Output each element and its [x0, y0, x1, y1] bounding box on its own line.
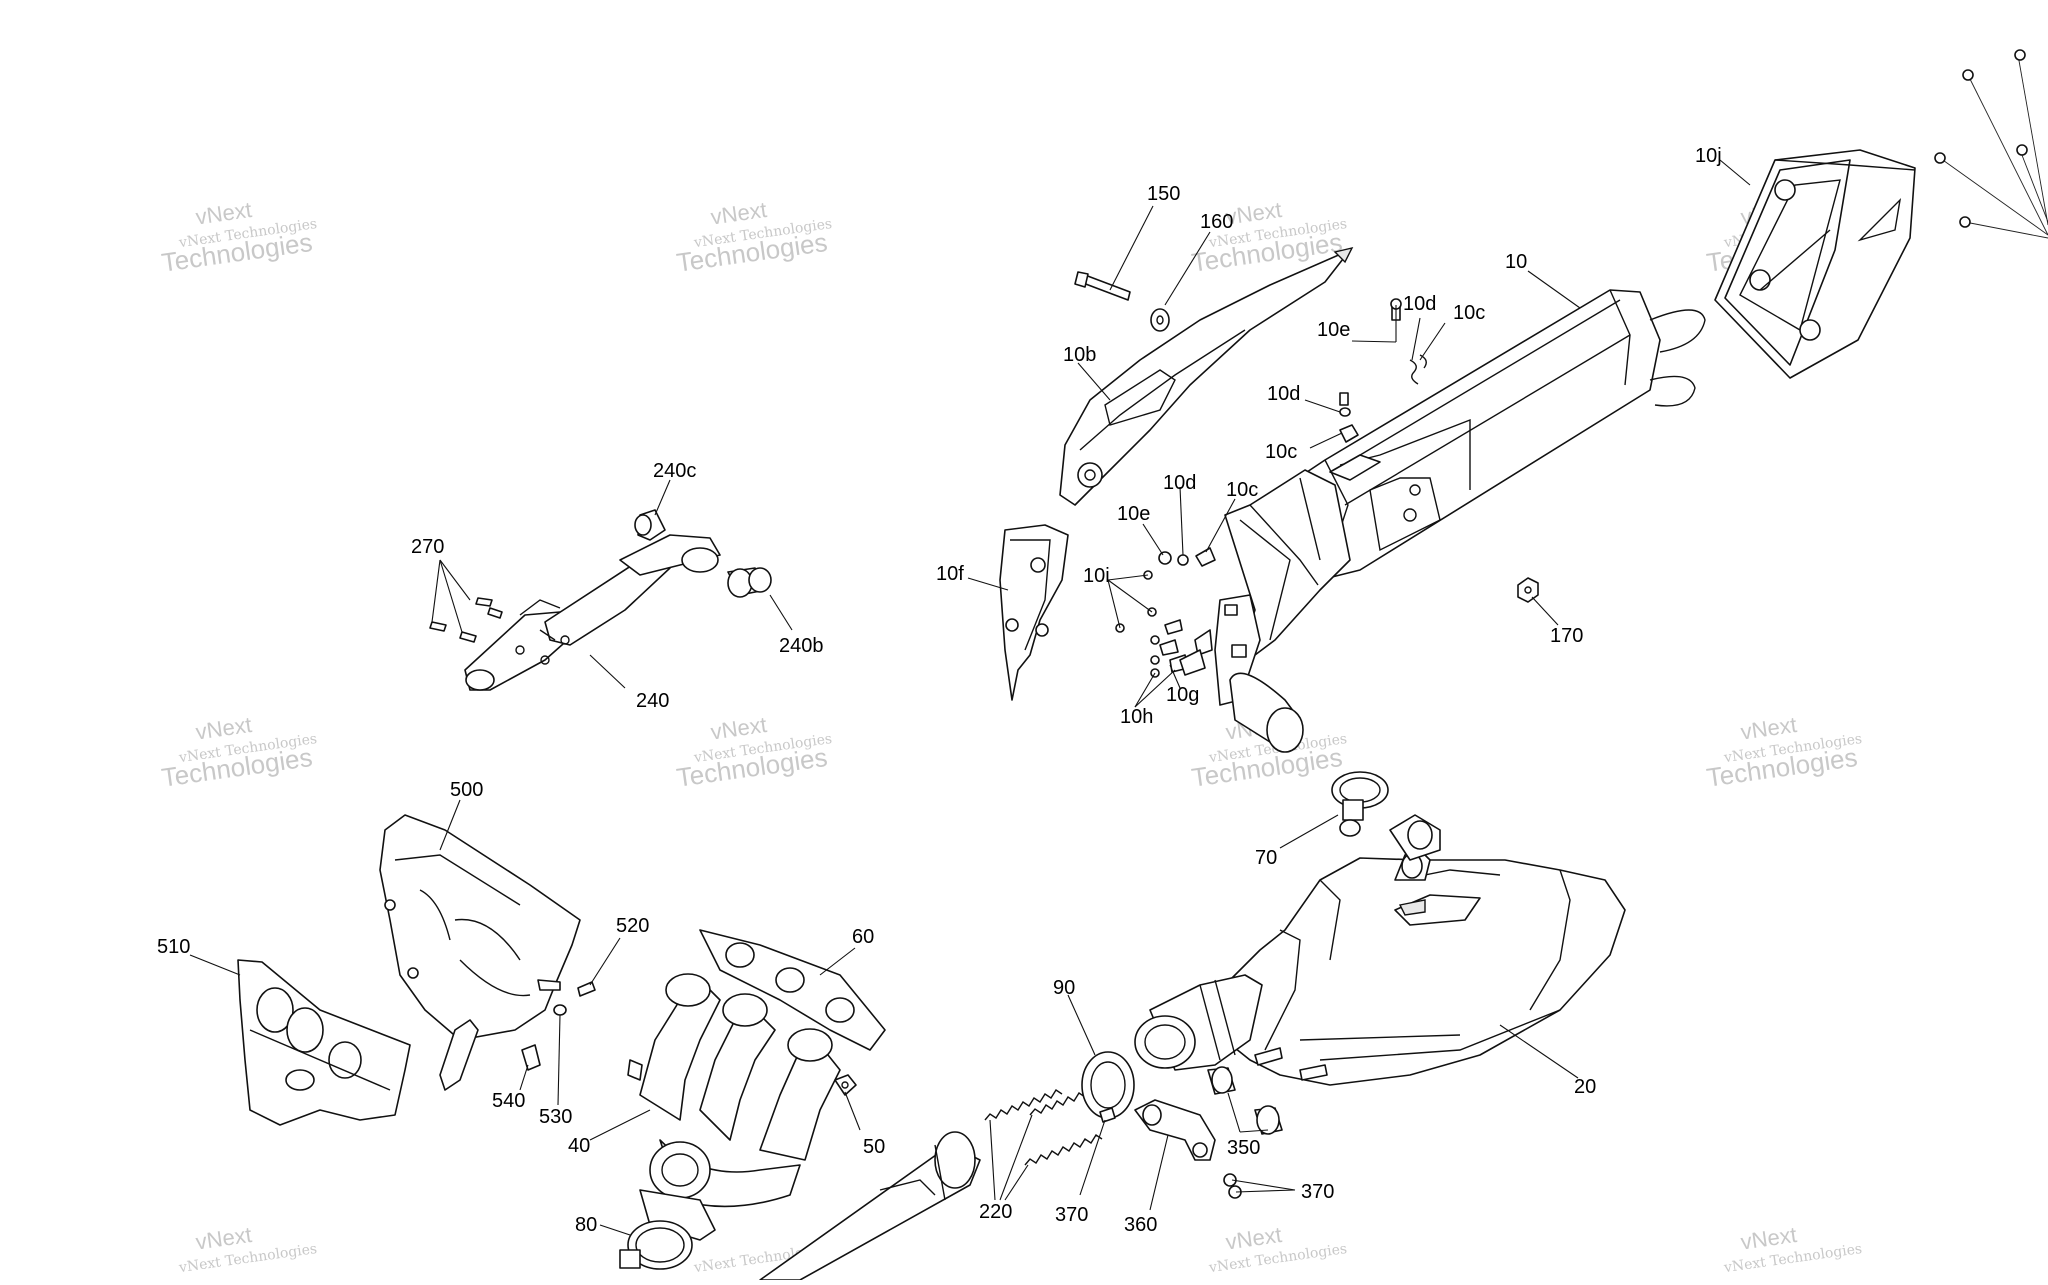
callout-510: 510	[157, 936, 190, 958]
callout-10d-b: 10d	[1267, 383, 1300, 405]
silencer-inlet-cone	[1214, 469, 1351, 753]
callout-60: 60	[852, 926, 874, 948]
callout-10h: 10h	[1120, 706, 1153, 728]
watermark: vNext vNext Technologies Technologies	[160, 197, 318, 278]
watermark: vNext vNext Technologies Technologies	[1705, 712, 1863, 793]
watermark: vNext vNext Technologies Technologies	[675, 197, 833, 278]
manifold-heat-shield-500	[379, 814, 581, 1091]
callout-150: 150	[1147, 183, 1180, 205]
callout-10i: 10i	[1083, 565, 1110, 587]
callout-20: 20	[1574, 1076, 1596, 1098]
washer-530	[553, 1004, 567, 1016]
exhaust-manifold-40	[627, 973, 841, 1241]
watermark: vNext vNext Technologies	[177, 1222, 318, 1276]
callout-10g: 10g	[1166, 684, 1199, 706]
svg-text:vNext: vNext	[194, 197, 253, 230]
callout-240: 240	[636, 690, 669, 712]
callout-10c-a: 10c	[1453, 302, 1485, 324]
bolt-520	[577, 981, 596, 997]
nut-50	[834, 1074, 857, 1096]
callout-90: 90	[1053, 977, 1075, 999]
clip-540	[521, 1044, 541, 1071]
mid-pipe	[759, 1131, 981, 1281]
svg-text:vNext: vNext	[1224, 1222, 1283, 1255]
callout-360: 360	[1124, 1214, 1157, 1236]
callout-10e-b: 10e	[1117, 503, 1150, 525]
bolts-270	[429, 597, 503, 643]
callout-10j: 10j	[1695, 145, 1722, 167]
callout-10: 10	[1505, 251, 1527, 273]
callout-500: 500	[450, 779, 483, 801]
svg-text:vNext: vNext	[194, 1222, 253, 1255]
ring-gasket-90	[1081, 1051, 1135, 1119]
callout-240c: 240c	[653, 460, 696, 482]
silencer-fasteners	[1115, 298, 1427, 678]
rubber-mounts-350	[1207, 1066, 1283, 1135]
svg-text:vNext: vNext	[1739, 712, 1798, 745]
callout-270: 270	[411, 536, 444, 558]
leader-lines	[189, 159, 1751, 1236]
watermark: vNext vNext Technologies	[1722, 1222, 1863, 1276]
callout-530: 530	[539, 1106, 572, 1128]
callout-10e-a: 10e	[1317, 319, 1350, 341]
nut-170	[1517, 577, 1539, 603]
callout-10d-a: 10d	[1403, 293, 1436, 315]
callout-80: 80	[575, 1214, 597, 1236]
callout-10c-b: 10c	[1265, 441, 1297, 463]
callout-540: 540	[492, 1090, 525, 1112]
bushing-240b	[727, 567, 772, 598]
callout-70: 70	[1255, 847, 1277, 869]
watermark: vNext vNext Technologies Technologies	[675, 712, 833, 793]
callout-370-a: 370	[1055, 1204, 1088, 1226]
bolt-370-a	[1099, 1107, 1116, 1123]
callout-40: 40	[568, 1135, 590, 1157]
callout-220: 220	[979, 1201, 1012, 1223]
callout-160: 160	[1200, 211, 1233, 233]
pre-muffler-20	[1134, 849, 1626, 1086]
lower-heat-plate-510	[237, 959, 411, 1126]
bracket-360	[1134, 1099, 1216, 1161]
callout-10b: 10b	[1063, 344, 1096, 366]
callout-labels: 150 160 10j 10 10d 10c 10e 10b 10d 10c 2…	[157, 145, 1722, 1236]
svg-text:vNext: vNext	[709, 197, 768, 230]
callout-50: 50	[863, 1136, 885, 1158]
bolt-150	[1074, 271, 1131, 301]
callout-350: 350	[1227, 1137, 1260, 1159]
end-cap-fasteners	[1934, 49, 2048, 239]
callout-520: 520	[616, 915, 649, 937]
callout-170: 170	[1550, 625, 1583, 647]
watermark: vNext vNext Technologies	[1207, 1222, 1348, 1276]
hanger-bracket	[1389, 814, 1441, 861]
mounting-bracket-240	[464, 509, 721, 691]
callout-370-b: 370	[1301, 1181, 1334, 1203]
callout-10d-c: 10d	[1163, 472, 1196, 494]
callout-10f: 10f	[936, 563, 964, 585]
clamp-80	[619, 1220, 693, 1270]
svg-text:vNext: vNext	[709, 712, 768, 745]
callout-10c-c: 10c	[1226, 479, 1258, 501]
silencer-body	[1294, 289, 1706, 581]
muffler-end-cap	[1714, 149, 1916, 379]
clamp-70	[1331, 771, 1389, 837]
watermark: vNext vNext Technologies Technologies	[160, 712, 318, 793]
nuts-370-b	[1223, 1173, 1242, 1199]
svg-text:vNext: vNext	[1739, 1222, 1798, 1255]
svg-text:vNext: vNext	[194, 712, 253, 745]
manifold-gasket-60	[699, 929, 886, 1051]
heat-shield-small	[999, 524, 1069, 701]
callout-240b: 240b	[779, 635, 824, 657]
silencer-heat-shield	[1059, 246, 1354, 506]
watermark: vNext vNext Technologies Technologies	[1190, 197, 1348, 278]
washer-160	[1150, 308, 1170, 332]
